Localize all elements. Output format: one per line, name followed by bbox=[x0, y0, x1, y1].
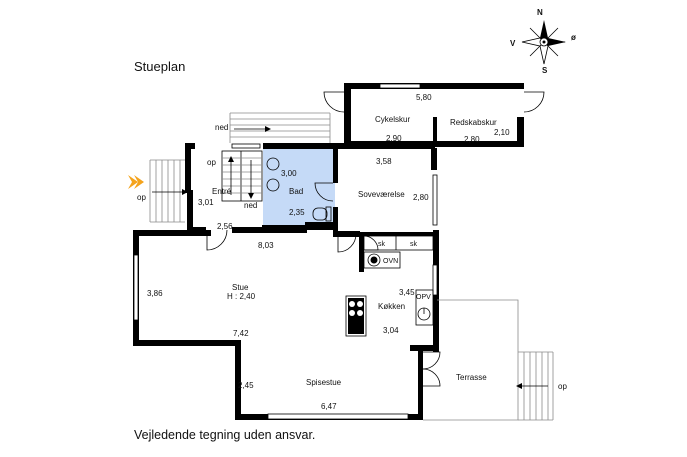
stue-height: H : 2,40 bbox=[227, 292, 256, 301]
stue-depth2: 7,42 bbox=[233, 329, 249, 338]
window-stue bbox=[133, 254, 139, 321]
compass-o-label: ø bbox=[571, 33, 576, 42]
entre-width: 3,01 bbox=[198, 198, 214, 207]
cykelskur-name: Cykelskur bbox=[375, 115, 410, 124]
entre-depth: 2,56 bbox=[217, 222, 233, 231]
terrace-steps bbox=[516, 351, 554, 421]
kokken-width: 3,04 bbox=[383, 326, 399, 335]
kitchen-fittings bbox=[345, 235, 434, 337]
window-spisestue bbox=[267, 413, 409, 420]
bath-fixtures bbox=[266, 157, 334, 222]
bad-width: 3,00 bbox=[281, 169, 297, 178]
stue-depth: 3,86 bbox=[147, 289, 163, 298]
skur-total-label: 5,80 bbox=[416, 93, 432, 102]
terrasse-name: Terrasse bbox=[456, 373, 487, 382]
kokken-depth: 3,45 bbox=[399, 288, 415, 297]
redskabskur-width: 2,80 bbox=[464, 135, 480, 144]
cykelskur-width: 2,90 bbox=[386, 134, 402, 143]
spisestue-name: Spisestue bbox=[306, 378, 342, 387]
window-shed bbox=[379, 83, 421, 89]
bad-depth: 2,35 bbox=[289, 208, 305, 217]
stair-top bbox=[229, 112, 331, 143]
terrace-outline bbox=[423, 299, 519, 421]
sk1-label: sk bbox=[378, 241, 386, 248]
disclaimer: Vejledende tegning uden ansvar. bbox=[134, 428, 316, 442]
window-sovevaerelse bbox=[432, 174, 438, 226]
stair-interior bbox=[221, 150, 263, 202]
stue-name: Stue bbox=[232, 283, 249, 292]
op-terrace-label: op bbox=[558, 382, 567, 391]
ovn-label: OVN bbox=[383, 258, 398, 265]
compass-v-label: V bbox=[510, 39, 516, 48]
sovevaerelse-depth: 2,80 bbox=[413, 193, 429, 202]
sk2-label: sk bbox=[410, 241, 418, 248]
window-entre bbox=[231, 143, 261, 149]
terrace-doors bbox=[422, 351, 441, 387]
ned-stair-label: ned bbox=[244, 201, 257, 210]
op-stair-label: op bbox=[207, 158, 216, 167]
ned-top-label: ned bbox=[215, 123, 228, 132]
sovevaerelse-name: Soveværelse bbox=[358, 190, 405, 199]
compass-s-label: S bbox=[542, 66, 548, 75]
entrance-arrow-icon-2 bbox=[128, 175, 138, 189]
entre-name: Entré bbox=[212, 187, 232, 196]
window-kokken bbox=[432, 264, 438, 296]
op-entrance-label: op bbox=[137, 193, 146, 202]
compass-n-label: N bbox=[537, 8, 543, 17]
redskabskur-name: Redskabskur bbox=[450, 118, 497, 127]
entrance-arrow-icon bbox=[134, 175, 144, 189]
compass-icon bbox=[521, 20, 566, 65]
sovevaerelse-width: 3,58 bbox=[376, 157, 392, 166]
kokken-name: Køkken bbox=[378, 302, 405, 311]
bath-floor bbox=[263, 148, 335, 228]
spisestue-depth: 2,45 bbox=[238, 381, 254, 390]
opv-label: OPV bbox=[416, 294, 431, 301]
bad-name: Bad bbox=[289, 187, 303, 196]
page-title: Stueplan bbox=[134, 59, 186, 74]
walls bbox=[133, 83, 524, 420]
redskabskur-depth: 2,10 bbox=[494, 128, 510, 137]
shed-doors bbox=[323, 91, 545, 113]
entrance-steps bbox=[149, 159, 188, 223]
spisestue-width: 6,47 bbox=[321, 402, 337, 411]
stue-width: 8,03 bbox=[258, 241, 274, 250]
